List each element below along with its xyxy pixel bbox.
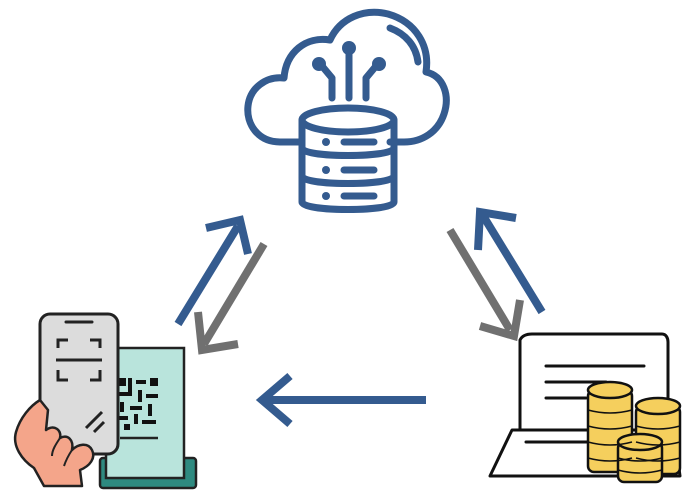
phone-qr-scan-node (8, 310, 198, 490)
laptop-coins-node (486, 330, 682, 490)
phone-qr-scan-icon (13, 312, 198, 490)
arrow-laptop-to-cloud-shape (474, 207, 546, 315)
laptop-coins-icon (488, 332, 682, 484)
arrow-cloud-to-laptop-shape (446, 227, 524, 342)
arrow-cloud-to-phone-shape (194, 241, 268, 355)
arrow-phone-to-cloud-shape (174, 215, 252, 327)
cloud-database-node (240, 6, 450, 220)
cloud-database-icon (244, 8, 450, 213)
arrow-laptop-to-phone-shape (255, 372, 426, 428)
